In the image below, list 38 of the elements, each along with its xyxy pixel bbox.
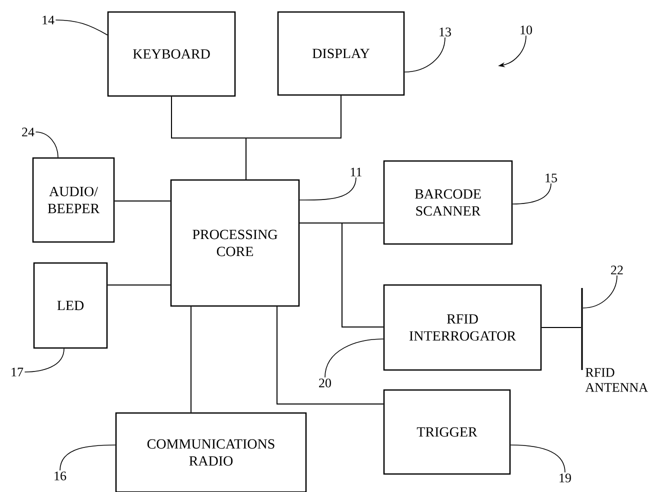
- reference-numeral: 22: [611, 266, 623, 274]
- reference-numeral: 16: [54, 472, 66, 480]
- block-box: LED: [33, 262, 108, 349]
- connector-line: [276, 306, 384, 404]
- reference-numeral: 10: [520, 26, 532, 34]
- block-box: AUDIO/ BEEPER: [32, 157, 115, 243]
- reference-numeral: 14: [42, 16, 54, 24]
- block-box: COMMUNICATIONS RADIO: [115, 412, 307, 492]
- connector-line: [246, 95, 342, 180]
- connector-line: [190, 306, 192, 413]
- connector-line: [107, 284, 171, 286]
- connector-line: [541, 327, 582, 328]
- reference-numeral: 15: [546, 174, 557, 182]
- leader-line: [582, 275, 618, 308]
- block-box: TRIGGER: [383, 389, 511, 475]
- leader-line: [510, 444, 566, 473]
- leader-line: [299, 177, 356, 200]
- leader-line: [55, 20, 108, 36]
- leader-line: [404, 37, 446, 72]
- reference-numeral: 11: [350, 168, 362, 176]
- antenna-label: RFID ANTENNA: [585, 368, 648, 392]
- block-box: KEYBOARD: [107, 11, 236, 97]
- connector-line: [299, 222, 384, 328]
- connector-line: [114, 200, 171, 202]
- block-box: DISPLAY: [277, 11, 405, 96]
- block-box: BARCODE SCANNER: [383, 160, 513, 245]
- leader-line: [35, 132, 58, 158]
- leader-line: [324, 338, 384, 378]
- leader-line: [512, 183, 552, 204]
- reference-numeral: 24: [22, 128, 34, 136]
- reference-numeral: 20: [319, 378, 331, 388]
- block-box: RFID INTERROGATOR: [383, 284, 542, 371]
- reference-numeral: 19: [560, 474, 571, 482]
- block-box: PROCESSING CORE: [170, 179, 300, 307]
- leader-line: [60, 444, 116, 471]
- leader-line: [24, 348, 64, 372]
- reference-numeral: 13: [440, 28, 451, 36]
- reference-numeral: 17: [12, 368, 24, 376]
